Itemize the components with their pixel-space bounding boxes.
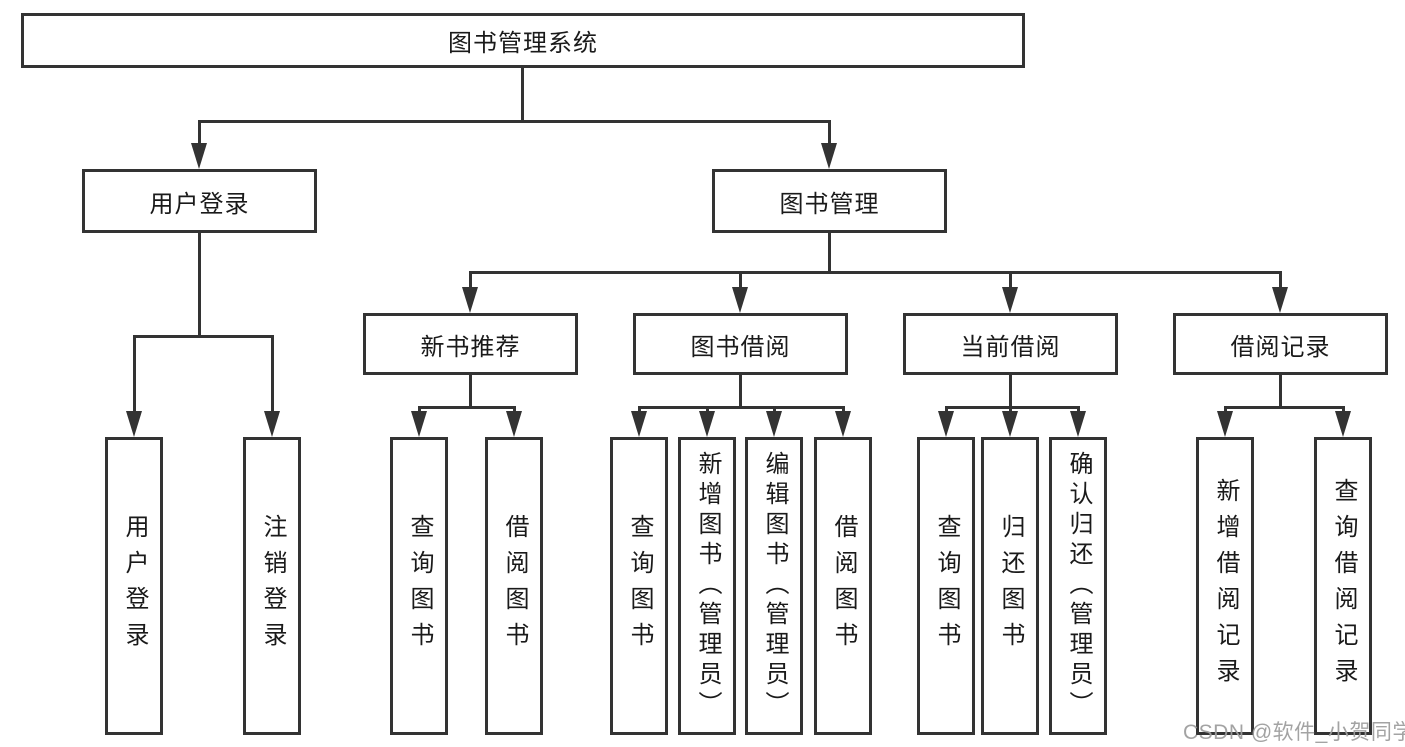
leaf-edit-books-admin: 编辑图书（管理员）: [745, 437, 803, 735]
leaf-query-books-borrowing: 查询图书: [610, 437, 668, 735]
connector-arrow-shaft: [739, 271, 742, 289]
csdn-watermark: CSDN @软件_小贺同学: [1183, 721, 1405, 744]
connector-arrow-shaft: [773, 406, 776, 414]
arrow-down-icon: [699, 411, 715, 437]
connector-arrow-shaft: [1009, 271, 1012, 289]
leaf-add-books-admin: 新增图书（管理员）: [678, 437, 736, 735]
node-label: 借阅图书: [501, 514, 528, 658]
connector-arrow-shaft: [1279, 271, 1282, 289]
node-label: 查询图书: [933, 514, 960, 658]
node-book-borrowing: 图书借阅: [633, 313, 848, 375]
connector-current-stub: [1009, 375, 1012, 407]
arrow-down-icon: [821, 143, 837, 169]
node-label: 查询借阅记录: [1330, 478, 1357, 694]
node-label: 确认归还（管理员）: [1065, 451, 1092, 721]
connector-level3-rail: [469, 271, 1282, 274]
connector-book-mgmt-stub: [828, 233, 831, 272]
connector-borrow-rail: [638, 406, 845, 409]
connector-newbook-rail: [418, 406, 516, 409]
node-label: 归还图书: [997, 514, 1024, 658]
arrow-down-icon: [462, 287, 478, 313]
connector-arrow-shaft: [828, 120, 831, 145]
arrow-down-icon: [1217, 411, 1233, 437]
arrow-down-icon: [766, 411, 782, 437]
arrow-down-icon: [264, 411, 280, 437]
node-label: 图书管理: [779, 190, 880, 218]
arrow-down-icon: [1002, 411, 1018, 437]
connector-user-login-stub: [198, 233, 201, 335]
leaf-borrow-books-recommend: 借阅图书: [485, 437, 543, 735]
connector-arrow-shaft: [513, 406, 516, 414]
connector-arrow-shaft: [198, 120, 201, 145]
node-label: 借阅图书: [830, 514, 857, 658]
connector-root-rail: [198, 120, 831, 123]
connector-records-stub: [1279, 375, 1282, 407]
leaf-logout: 注销登录: [243, 437, 301, 735]
connector-records-rail: [1224, 406, 1345, 409]
node-label: 新增借阅记录: [1212, 478, 1239, 694]
node-label: 查询图书: [406, 514, 433, 658]
node-user-login: 用户登录: [82, 169, 317, 233]
leaf-confirm-return-admin: 确认归还（管理员）: [1049, 437, 1107, 735]
node-label: 借阅记录: [1230, 333, 1331, 361]
connector-arrow-shaft: [945, 406, 948, 414]
connector-arrow-shaft: [706, 406, 709, 414]
leaf-return-books: 归还图书: [981, 437, 1039, 735]
connector-arrow-shaft: [1077, 406, 1080, 414]
node-label: 用户登录: [149, 190, 250, 218]
arrow-down-icon: [1272, 287, 1288, 313]
connector-arrow-shaft: [1009, 406, 1012, 414]
arrow-down-icon: [1070, 411, 1086, 437]
leaf-borrow-books-borrowing: 借阅图书: [814, 437, 872, 735]
node-label: 查询图书: [626, 514, 653, 658]
arrow-down-icon: [411, 411, 427, 437]
node-label: 用户登录: [121, 514, 148, 658]
leaf-user-login: 用户登录: [105, 437, 163, 735]
connector-arrow-shaft: [271, 335, 274, 413]
node-book-management: 图书管理: [712, 169, 947, 233]
arrow-down-icon: [1335, 411, 1351, 437]
connector-newbook-stub: [469, 375, 472, 407]
arrow-down-icon: [732, 287, 748, 313]
node-new-book-recommendation: 新书推荐: [363, 313, 578, 375]
node-current-borrowing: 当前借阅: [903, 313, 1118, 375]
arrow-down-icon: [1002, 287, 1018, 313]
arrow-down-icon: [835, 411, 851, 437]
node-label: 新增图书（管理员）: [694, 451, 721, 721]
leaf-query-books-recommend: 查询图书: [390, 437, 448, 735]
arrow-down-icon: [126, 411, 142, 437]
arrow-down-icon: [191, 143, 207, 169]
connector-current-rail: [945, 406, 1080, 409]
connector-root-stub: [521, 68, 524, 120]
node-library-management-system: 图书管理系统: [21, 13, 1025, 68]
connector-user-login-rail: [133, 335, 273, 338]
arrow-down-icon: [938, 411, 954, 437]
connector-borrow-stub: [739, 375, 742, 407]
connector-arrow-shaft: [418, 406, 421, 414]
leaf-query-borrow-record: 查询借阅记录: [1314, 437, 1372, 735]
node-borrowing-records: 借阅记录: [1173, 313, 1388, 375]
node-label: 当前借阅: [960, 333, 1061, 361]
leaf-query-books-current: 查询图书: [917, 437, 975, 735]
connector-arrow-shaft: [133, 335, 136, 413]
node-label: 新书推荐: [420, 333, 521, 361]
arrow-down-icon: [631, 411, 647, 437]
connector-arrow-shaft: [1224, 406, 1227, 414]
node-label: 图书管理系统: [448, 30, 598, 57]
leaf-add-borrow-record: 新增借阅记录: [1196, 437, 1254, 735]
node-label: 编辑图书（管理员）: [761, 451, 788, 721]
connector-arrow-shaft: [1342, 406, 1345, 414]
connector-arrow-shaft: [469, 271, 472, 289]
node-label: 注销登录: [259, 514, 286, 658]
connector-arrow-shaft: [842, 406, 845, 414]
node-label: 图书借阅: [690, 333, 791, 361]
connector-arrow-shaft: [638, 406, 641, 414]
arrow-down-icon: [506, 411, 522, 437]
